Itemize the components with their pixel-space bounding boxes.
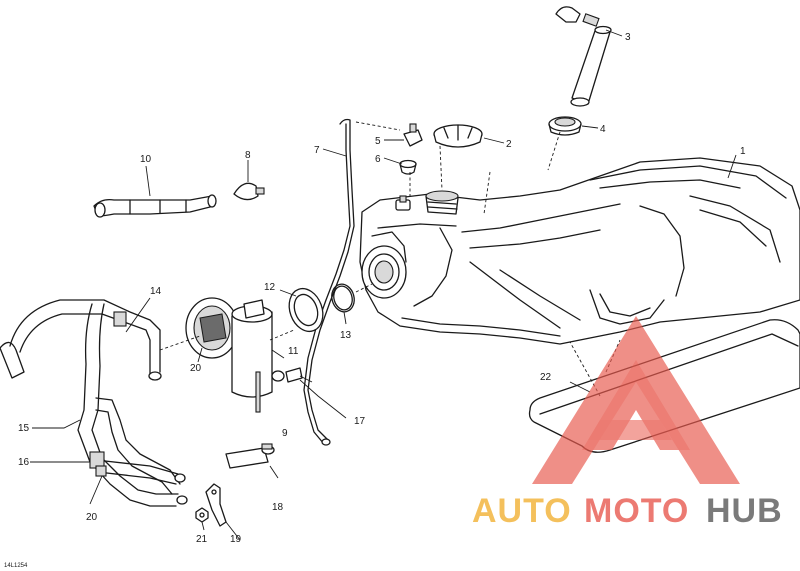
callout-22: 22 <box>540 372 552 383</box>
fuel-pump-module <box>185 297 303 413</box>
watermark-hub: HUB <box>706 492 783 530</box>
callout-16: 16 <box>18 457 30 468</box>
vent-valve <box>403 123 423 147</box>
callout-15: 15 <box>18 423 30 434</box>
hose-clamp-8 <box>233 182 265 201</box>
fuel-filter <box>225 443 275 469</box>
callout-10: 10 <box>140 154 152 165</box>
callout-13: 13 <box>340 330 352 341</box>
leader-lines <box>30 29 737 541</box>
fuel-line-15 <box>77 303 179 507</box>
callout-20-lines: 20 <box>86 512 98 523</box>
callout-4: 4 <box>600 124 606 135</box>
lock-ring <box>288 287 324 333</box>
callout-1: 1 <box>740 146 746 157</box>
filler-grommet <box>548 116 582 136</box>
vent-hose <box>303 118 355 446</box>
callout-6: 6 <box>375 154 381 165</box>
callout-2: 2 <box>506 139 512 150</box>
callout-21: 21 <box>196 534 208 545</box>
callout-numbers: 1 2 3 4 5 6 7 8 9 10 11 12 13 14 15 16 1… <box>18 32 746 545</box>
callout-19: 19 <box>230 534 242 545</box>
callout-5: 5 <box>375 136 381 147</box>
fuel-line-14 <box>0 299 162 381</box>
callout-7: 7 <box>314 145 320 156</box>
hose-10 <box>93 194 217 218</box>
drawing-code: 14L1254 <box>4 563 28 569</box>
callout-3: 3 <box>625 32 631 43</box>
watermark-moto: MOTO <box>584 492 689 530</box>
callout-14: 14 <box>150 286 162 297</box>
pump-seal <box>331 283 355 313</box>
callout-9: 9 <box>282 428 288 439</box>
filler-tube <box>555 6 612 107</box>
nut <box>195 507 209 523</box>
callout-11: 11 <box>288 346 299 357</box>
vent-grommet <box>399 159 417 175</box>
callout-18: 18 <box>272 502 284 513</box>
fuel-tank <box>359 157 800 345</box>
fuel-line-16 <box>89 397 188 505</box>
callout-12: 12 <box>264 282 276 293</box>
automotohub-watermark: AUTO MOTO HUB <box>472 316 783 530</box>
callout-17: 17 <box>354 416 366 427</box>
callout-8: 8 <box>245 150 251 161</box>
fuel-cap <box>433 124 483 148</box>
watermark-auto: AUTO <box>472 492 572 530</box>
mounting-bracket <box>205 483 227 527</box>
callout-20-pump: 20 <box>190 363 202 374</box>
watermark-triangle-icon <box>532 316 740 484</box>
